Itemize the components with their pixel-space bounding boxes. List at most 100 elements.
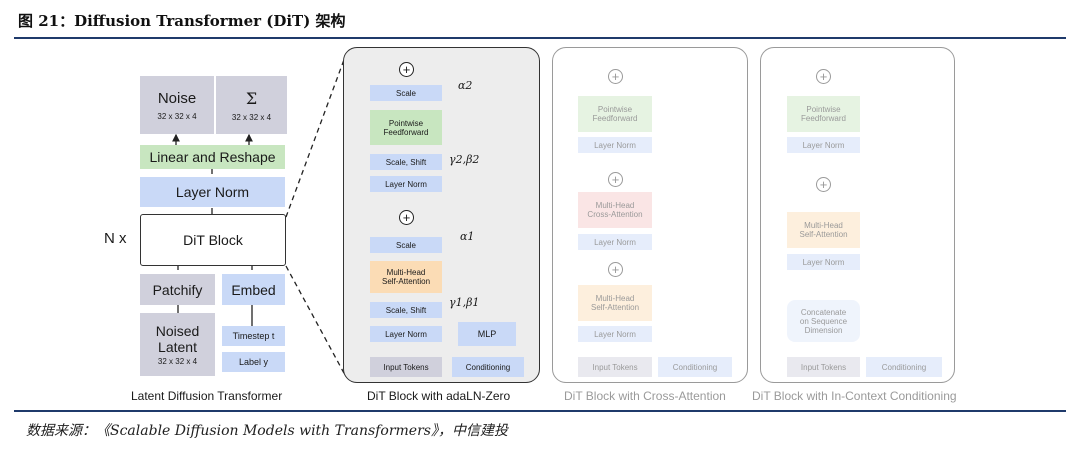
adaln-feedforward-line2: Feedforward bbox=[383, 127, 429, 137]
adaln-self-attention-line1: Multi-Head bbox=[386, 268, 426, 277]
noise-output-box: Noise 32 x 32 x 4 bbox=[140, 76, 214, 134]
cross-attention-caption: DiT Block with Cross-Attention bbox=[564, 389, 726, 403]
incontext-layer-norm-2-label: Layer Norm bbox=[802, 257, 845, 267]
cross-layer-norm-3-label: Layer Norm bbox=[594, 329, 636, 339]
adaln-mid-add-icon: + bbox=[399, 210, 414, 225]
incontext-layer-norm-1-label: Layer Norm bbox=[802, 140, 845, 150]
incontext-self-attention-box: Multi-Head Self-Attention bbox=[787, 212, 860, 248]
dit-block-label: DiT Block bbox=[183, 232, 243, 248]
in-context-caption: DiT Block with In-Context Conditioning bbox=[752, 389, 957, 403]
in-context-panel bbox=[760, 47, 955, 383]
sigma-output-box: Σ 32 x 32 x 4 bbox=[216, 76, 287, 134]
adaln-scale-bot-box: Scale bbox=[370, 237, 442, 253]
incontext-conditioning-label: Conditioning bbox=[881, 362, 927, 372]
incontext-feedforward-line2: Feedforward bbox=[801, 114, 846, 123]
incontext-input-tokens-box: Input Tokens bbox=[787, 357, 860, 377]
embed-label: Embed bbox=[231, 281, 276, 298]
adaln-self-attention-box: Multi-Head Self-Attention bbox=[370, 261, 442, 293]
cross-conditioning-label: Conditioning bbox=[672, 362, 718, 372]
noised-latent-box: Noised Latent 32 x 32 x 4 bbox=[140, 313, 215, 376]
adaln-scale-shift-top-label: Scale, Shift bbox=[385, 157, 427, 167]
cross-layer-norm-1-box: Layer Norm bbox=[578, 137, 652, 153]
patchify-label: Patchify bbox=[152, 281, 203, 298]
cross-attention-line1: Multi-Head bbox=[595, 201, 635, 210]
sigma-label: Σ bbox=[245, 88, 258, 108]
adaln-mlp-box: MLP bbox=[458, 322, 516, 346]
incontext-self-attention-line2: Self-Attention bbox=[799, 230, 848, 239]
incontext-layer-norm-1-box: Layer Norm bbox=[787, 137, 860, 153]
adaln-input-tokens-box: Input Tokens bbox=[370, 357, 442, 377]
alpha2-label: α2 bbox=[458, 79, 473, 92]
gamma2-beta2-label: γ2,β2 bbox=[449, 153, 480, 166]
patchify-box: Patchify bbox=[140, 274, 215, 305]
noised-latent-line2: Latent bbox=[158, 339, 197, 355]
bottom-rule bbox=[14, 410, 1066, 412]
adaln-scale-shift-top-box: Scale, Shift bbox=[370, 154, 442, 170]
adaln-layer-norm-top-box: Layer Norm bbox=[370, 176, 442, 192]
embed-box: Embed bbox=[222, 274, 285, 305]
incontext-feedforward-line1: Pointwise bbox=[806, 105, 841, 114]
cross-feedforward-box: Pointwise Feedforward bbox=[578, 96, 652, 132]
incontext-add-icon-2: + bbox=[816, 177, 831, 192]
alpha1-label: α1 bbox=[460, 230, 475, 243]
linear-reshape-label: Linear and Reshape bbox=[149, 149, 276, 165]
cross-layer-norm-3-box: Layer Norm bbox=[578, 326, 652, 342]
latent-layer-norm-box: Layer Norm bbox=[140, 177, 285, 207]
latent-layer-norm-label: Layer Norm bbox=[175, 184, 250, 200]
cross-self-attention-box: Multi-Head Self-Attention bbox=[578, 285, 652, 321]
noised-latent-line1: Noised bbox=[155, 323, 200, 339]
adaln-conditioning-box: Conditioning bbox=[452, 357, 524, 377]
sigma-dimension: 32 x 32 x 4 bbox=[231, 112, 272, 122]
adaln-scale-top-label: Scale bbox=[395, 88, 416, 98]
adaln-top-add-icon: + bbox=[399, 62, 414, 77]
cross-feedforward-line1: Pointwise bbox=[597, 105, 633, 114]
dit-block-box: DiT Block bbox=[140, 214, 286, 266]
timestep-label: Timestep t bbox=[232, 331, 275, 341]
adaln-conditioning-label: Conditioning bbox=[465, 362, 511, 372]
noise-dimension: 32 x 32 x 4 bbox=[157, 111, 197, 121]
incontext-concatenate-line3: Dimension bbox=[804, 325, 843, 335]
top-rule bbox=[14, 37, 1066, 39]
incontext-input-tokens-label: Input Tokens bbox=[800, 362, 847, 372]
adaln-scale-shift-bot-label: Scale, Shift bbox=[385, 305, 427, 315]
cross-layer-norm-1-label: Layer Norm bbox=[594, 140, 636, 150]
label-label: Label y bbox=[238, 357, 269, 367]
cross-conditioning-box: Conditioning bbox=[658, 357, 732, 377]
adaln-self-attention-line2: Self-Attention bbox=[381, 277, 431, 286]
cross-attention-box: Multi-Head Cross-Attention bbox=[578, 192, 652, 228]
cross-attention-line2: Cross-Attention bbox=[587, 210, 643, 219]
gamma1-beta1-label: γ1,β1 bbox=[449, 296, 480, 309]
source-note: 数据来源：《Scalable Diffusion Models with Tra… bbox=[26, 423, 508, 439]
adaln-input-tokens-label: Input Tokens bbox=[383, 362, 429, 372]
cross-layer-norm-2-label: Layer Norm bbox=[594, 237, 636, 247]
cross-input-tokens-label: Input Tokens bbox=[592, 362, 638, 372]
n-times-label: N x bbox=[104, 230, 127, 247]
cross-add-icon-2: + bbox=[608, 172, 623, 187]
noised-latent-dimension: 32 x 32 x 4 bbox=[157, 357, 198, 366]
cross-feedforward-line2: Feedforward bbox=[592, 114, 638, 123]
cross-self-attention-line1: Multi-Head bbox=[595, 294, 635, 303]
cross-attention-panel bbox=[552, 47, 748, 383]
incontext-self-attention-line1: Multi-Head bbox=[804, 221, 843, 230]
adaln-caption: DiT Block with adaLN-Zero bbox=[367, 389, 511, 403]
timestep-box: Timestep t bbox=[222, 326, 285, 346]
adaln-layer-norm-bot-box: Layer Norm bbox=[370, 326, 442, 342]
figure-title: 图 21：Diffusion Transformer (DiT) 架构 bbox=[18, 12, 346, 30]
cross-self-attention-line2: Self-Attention bbox=[590, 303, 640, 312]
noise-label: Noise bbox=[157, 89, 197, 107]
incontext-concatenate-box: Concatenate on Sequence Dimension bbox=[787, 300, 860, 342]
incontext-feedforward-box: Pointwise Feedforward bbox=[787, 96, 860, 132]
adaln-layer-norm-bot-label: Layer Norm bbox=[385, 329, 427, 339]
adaln-layer-norm-top-label: Layer Norm bbox=[385, 179, 427, 189]
label-box: Label y bbox=[222, 352, 285, 372]
adaln-scale-bot-label: Scale bbox=[395, 240, 416, 250]
incontext-concatenate-line1: Concatenate bbox=[800, 307, 847, 317]
adaln-feedforward-line1: Pointwise bbox=[388, 118, 424, 128]
latent-caption: Latent Diffusion Transformer bbox=[131, 389, 283, 403]
cross-add-icon-3: + bbox=[608, 262, 623, 277]
adaln-feedforward-box: Pointwise Feedforward bbox=[370, 110, 442, 145]
cross-input-tokens-box: Input Tokens bbox=[578, 357, 652, 377]
linear-reshape-box: Linear and Reshape bbox=[140, 145, 285, 169]
incontext-layer-norm-2-box: Layer Norm bbox=[787, 254, 860, 270]
incontext-add-icon-1: + bbox=[816, 69, 831, 84]
